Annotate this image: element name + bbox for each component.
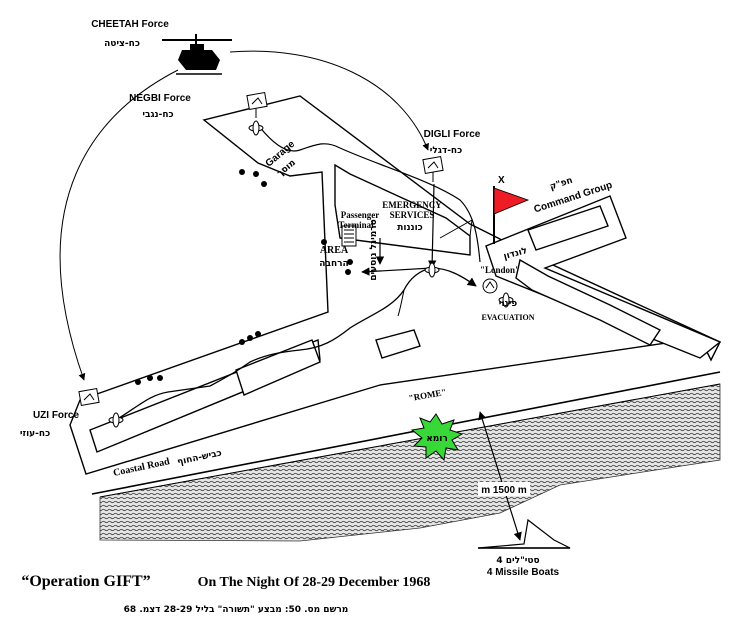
emergency-services-label-2: SERVICES	[390, 210, 435, 220]
vehicle-dot	[347, 259, 353, 265]
taxiway-segment	[235, 339, 321, 396]
vehicle-dots	[135, 169, 353, 385]
route-to-rome	[397, 289, 405, 317]
taxiway-segment-2	[375, 329, 421, 359]
arrow-cheetah-to-uzi	[59, 69, 179, 381]
title-date: On The Night Of 28-29 December 1968	[198, 575, 431, 590]
london-label: "London"	[480, 265, 520, 275]
rome-label: "ROME"	[408, 387, 447, 403]
digli-flag-icon	[422, 155, 444, 182]
vehicle-dot	[345, 269, 351, 275]
vehicle-dot	[261, 181, 267, 187]
missile-boats-hebrew: 4 סטי"לים	[496, 556, 539, 566]
uzi-force-label: UZI Force	[33, 410, 80, 421]
cheetah-force-hebrew: כח-ציטה	[104, 39, 140, 49]
terminal-building	[341, 225, 357, 247]
distance-label-box	[478, 482, 530, 496]
title-hebrew: מרשם מס. 50: מבצע "תשורה" בליל 28-29 דצמ…	[124, 605, 349, 615]
coastal-road-line	[91, 371, 721, 495]
vehicle-dot	[239, 339, 245, 345]
vehicle-dot	[321, 239, 327, 245]
emergency-services-hebrew: כוננות	[397, 223, 423, 233]
digli-force-hebrew: כח-דגלי	[430, 146, 462, 156]
terminal-apron	[334, 163, 471, 256]
coastal-road-hebrew: כביש-החוף	[176, 448, 222, 467]
rome-hebrew-label: רומא	[426, 434, 448, 444]
vehicle-dot	[135, 379, 141, 385]
passenger-terminal-label-2: Terminal	[338, 220, 374, 230]
plane-icon-garage	[248, 120, 264, 136]
cheetah-force-label: CHEETAH Force	[91, 19, 169, 30]
vehicle-dot	[239, 169, 245, 175]
title-operation: “Operation GIFT”	[21, 573, 150, 590]
uzi-force-hebrew: כח-עוזי	[20, 429, 50, 439]
london-flag-icon	[482, 278, 498, 294]
garage-route	[257, 124, 481, 263]
helicopter-icon	[162, 34, 232, 75]
missile-boats-icon	[477, 518, 571, 549]
east-apron	[515, 258, 662, 346]
arrow-to-terminal	[361, 267, 433, 276]
passenger-terminal-label-1: Passenger	[341, 210, 380, 220]
evacuation-label: EVACUATION	[481, 313, 534, 322]
missile-boats-label: 4 Missile Boats	[487, 567, 560, 578]
distance-line	[478, 411, 522, 541]
digli-force-label: DIGLI Force	[424, 129, 481, 140]
plane-icon-evacuation	[498, 292, 514, 308]
shoreline	[99, 383, 721, 498]
plane-icon-digli	[424, 262, 440, 278]
arrow-cheetah-to-digli	[229, 50, 429, 151]
rome-burst-icon	[410, 413, 464, 462]
vehicle-dot	[253, 171, 259, 177]
uzi-flag-icon	[78, 387, 100, 407]
vehicle-dot	[255, 331, 261, 337]
command-group-flag-icon	[493, 186, 530, 244]
command-flag-marker: X	[498, 175, 505, 186]
plane-icon-uzi	[108, 412, 124, 428]
vehicle-dot	[247, 335, 253, 341]
cross-runway-panel	[527, 205, 609, 251]
vehicle-dot	[147, 375, 153, 381]
negbi-flag-icon	[246, 91, 268, 118]
area-hebrew: הרחבה	[319, 259, 348, 269]
negbi-force-label: NEGBI Force	[129, 93, 191, 104]
negbi-force-hebrew: כח-נגבי	[142, 110, 173, 120]
distance-label: m 1500 m	[481, 485, 527, 496]
vertical-route	[427, 183, 437, 269]
emergency-services-label-1: EMERGENCY	[382, 200, 442, 210]
vehicle-dot	[157, 375, 163, 381]
terminal-building-hatch	[344, 229, 354, 243]
passenger-terminal-hebrew: טרמינל נוסעים	[369, 219, 379, 281]
evacuation-hebrew: פינוי	[499, 299, 517, 309]
area-label: AREA	[320, 245, 349, 256]
command-group-hebrew: חפ"ק	[549, 176, 574, 193]
